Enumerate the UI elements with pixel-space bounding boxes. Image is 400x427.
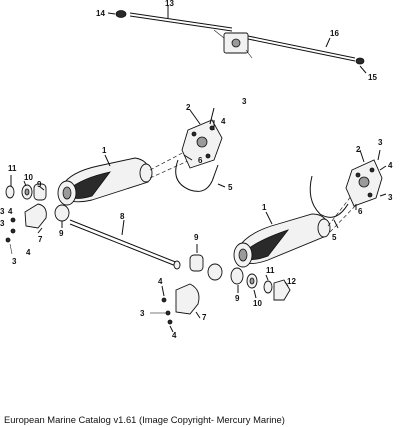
- callout-4-left-a: 4: [8, 207, 13, 216]
- left-steering-cylinder: [57, 149, 191, 206]
- callout-3-left-top: 3: [242, 97, 247, 106]
- exploded-parts-diagram: 13 14 16 15 2 3 4 6 5 1 11 10 9 3 4 3 4 …: [0, 0, 393, 340]
- callout-10-right: 10: [253, 299, 262, 308]
- callout-3-right-bottom: 3: [388, 193, 393, 202]
- callout-15: 15: [368, 73, 377, 82]
- callout-7-bottom: 7: [202, 313, 207, 322]
- callout-1-right: 1: [262, 203, 267, 212]
- callout-1-left: 1: [102, 146, 107, 155]
- callout-4-left-b: 4: [26, 248, 31, 257]
- callout-3-left-a: 3: [0, 207, 5, 216]
- copyright-caption: European Marine Catalog v1.61 (Image Cop…: [4, 414, 285, 425]
- callout-9-left-bottom: 9: [59, 229, 64, 238]
- left-valve-block: [175, 107, 226, 192]
- callout-2-left: 2: [186, 103, 191, 112]
- callout-4-right-top: 4: [388, 161, 393, 170]
- right-valve-block: [309, 149, 387, 229]
- callout-9-right-bottom: 9: [235, 294, 240, 303]
- tie-rod: [69, 219, 181, 270]
- callout-11-left: 11: [8, 164, 17, 173]
- callout-3-left-b: 3: [0, 219, 5, 228]
- callout-3-right-top: 3: [378, 138, 383, 147]
- callout-3-left-c: 3: [12, 257, 17, 266]
- left-end-hardware: [5, 175, 70, 255]
- callout-5-left: 5: [228, 183, 233, 192]
- callout-6-right: 6: [358, 207, 363, 216]
- steering-cable-assembly: [107, 6, 367, 74]
- callout-5-right: 5: [332, 233, 337, 242]
- callout-labels: 13 14 16 15 2 3 4 6 5 1 11 10 9 3 4 3 4 …: [0, 0, 393, 340]
- lower-bracket-hardware: [150, 283, 201, 333]
- callout-12: 12: [287, 277, 296, 286]
- callout-9-right-top: 9: [194, 233, 199, 242]
- callout-4-bottom-low: 4: [172, 331, 177, 340]
- callout-11-right: 11: [266, 266, 275, 275]
- callout-6-left: 6: [198, 156, 203, 165]
- callout-8: 8: [120, 212, 125, 221]
- callout-13: 13: [165, 0, 174, 8]
- callout-2-right: 2: [356, 145, 361, 154]
- callout-16: 16: [330, 29, 339, 38]
- callout-4-left-top: 4: [221, 117, 226, 126]
- callout-10-left: 10: [24, 173, 33, 182]
- callout-4-bottom-top: 4: [158, 277, 163, 286]
- right-end-hardware: [189, 244, 291, 301]
- callout-3-bottom: 3: [140, 309, 145, 318]
- callout-9-left-top: 9: [37, 180, 42, 189]
- callout-7-left: 7: [38, 235, 43, 244]
- right-steering-cylinder: [233, 194, 357, 268]
- callout-14: 14: [96, 9, 105, 18]
